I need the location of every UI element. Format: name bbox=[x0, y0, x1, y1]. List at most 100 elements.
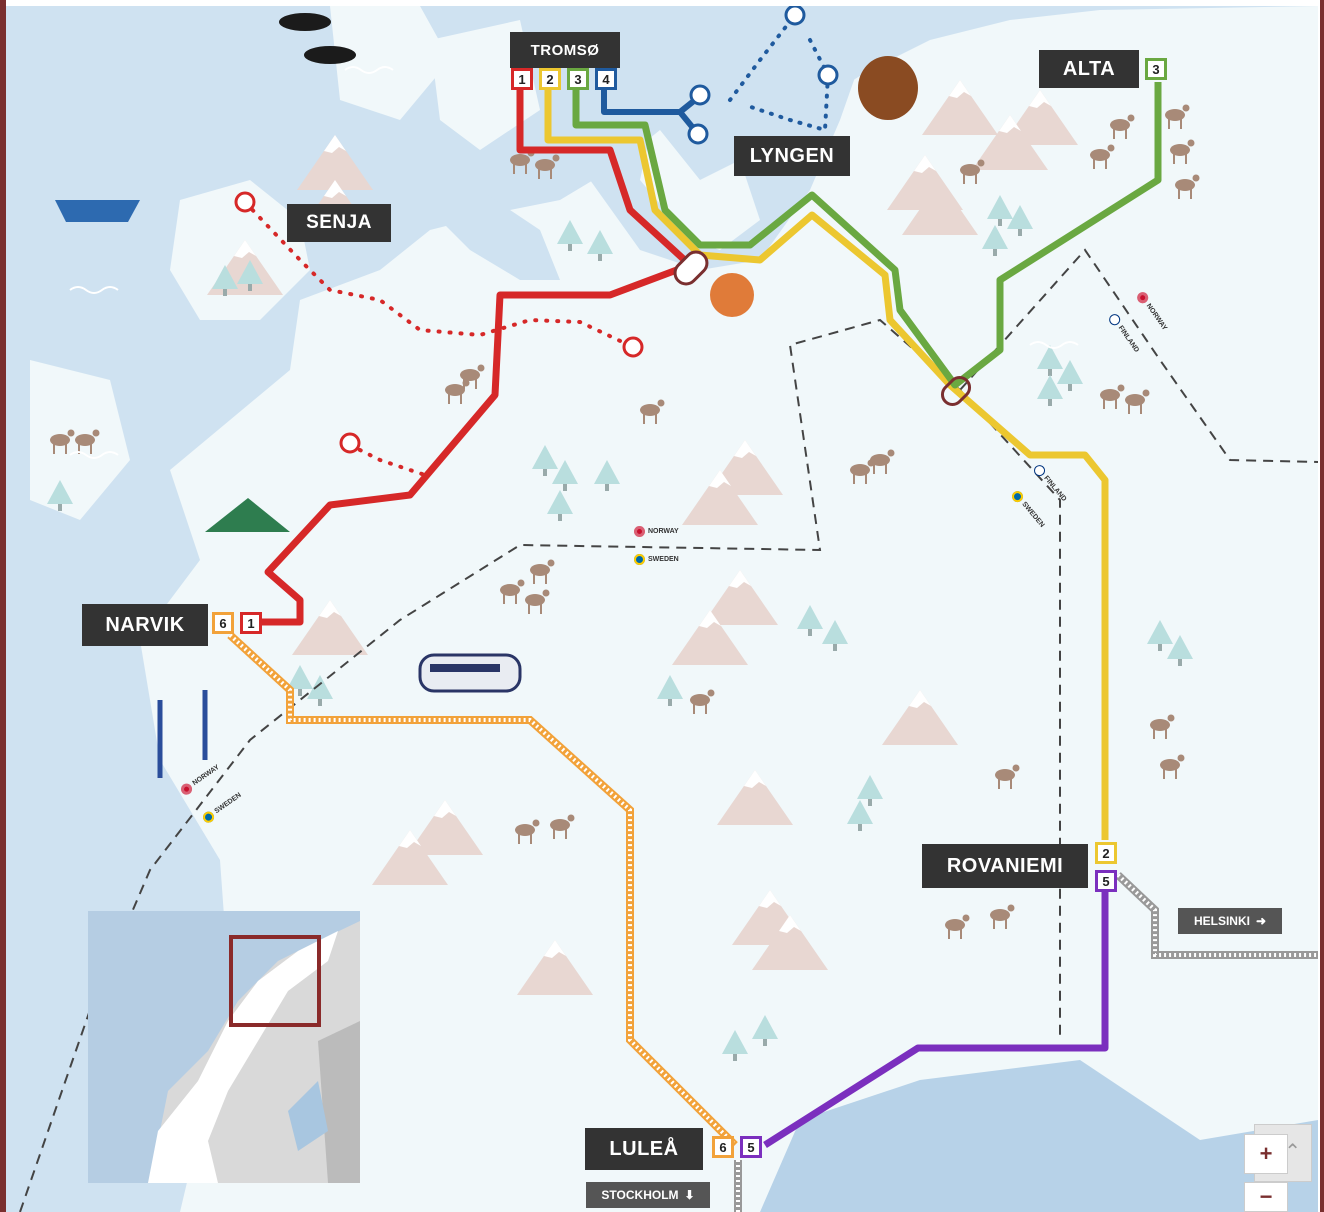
mountain-icon bbox=[297, 135, 373, 190]
pine-trunk-icon bbox=[298, 689, 302, 696]
city-label-lulea[interactable]: LULEÅ bbox=[585, 1128, 703, 1170]
inset-viewport-frame bbox=[229, 935, 321, 1027]
pine-trunk-icon bbox=[318, 699, 322, 706]
pine-trunk-icon bbox=[223, 289, 227, 296]
pine-tree-icon bbox=[594, 460, 620, 484]
pine-trunk-icon bbox=[568, 244, 572, 251]
barrel-icon bbox=[858, 56, 918, 120]
pine-tree-icon bbox=[1037, 375, 1063, 399]
badge-narvik-line-1[interactable]: 1 bbox=[240, 612, 262, 634]
pine-tree-icon bbox=[752, 1015, 778, 1039]
badge-tromso-line-2[interactable]: 2 bbox=[539, 68, 561, 90]
badge-rovaniemi-line-2[interactable]: 2 bbox=[1095, 842, 1117, 864]
national-borders bbox=[19, 248, 1318, 1212]
reindeer-icon bbox=[1110, 119, 1130, 131]
reindeer-icon bbox=[870, 454, 890, 466]
pine-tree-icon bbox=[1007, 205, 1033, 229]
badge-rovaniemi-line-5[interactable]: 5 bbox=[1095, 870, 1117, 892]
reindeer-head-icon bbox=[962, 914, 970, 922]
pine-tree-icon bbox=[657, 675, 683, 699]
link-stockholm[interactable]: STOCKHOLM ⬇ bbox=[586, 1182, 710, 1208]
pine-tree-icon bbox=[822, 620, 848, 644]
reindeer-icon bbox=[510, 154, 530, 166]
mountain-icon bbox=[292, 600, 368, 655]
sweden-flag-icon bbox=[634, 554, 645, 565]
badge-tromso-line-3[interactable]: 3 bbox=[567, 68, 589, 90]
city-label-senja[interactable]: SENJA bbox=[287, 204, 391, 242]
zoom-in-button[interactable]: + bbox=[1244, 1134, 1288, 1174]
lyngen-stop-3 bbox=[784, 6, 806, 26]
lyngen-stop-1 bbox=[689, 84, 711, 106]
reindeer-head-icon bbox=[1107, 144, 1115, 152]
pine-trunk-icon bbox=[733, 1054, 737, 1061]
reindeer-head-icon bbox=[1142, 389, 1150, 397]
route-line-2 bbox=[544, 90, 1109, 840]
pine-trunk-icon bbox=[993, 249, 997, 256]
pine-trunk-icon bbox=[998, 219, 1002, 226]
city-label-rovaniemi[interactable]: ROVANIEMI bbox=[922, 844, 1088, 888]
reindeer-icon bbox=[550, 819, 570, 831]
orca-icon bbox=[279, 13, 331, 31]
mountain-snowcap-icon bbox=[999, 115, 1021, 133]
reindeer-icon bbox=[75, 434, 95, 446]
badge-narvik-line-6[interactable]: 6 bbox=[212, 612, 234, 634]
pine-trunk-icon bbox=[1158, 644, 1162, 651]
reindeer-icon bbox=[690, 694, 710, 706]
arrow-right-icon: ➜ bbox=[1255, 914, 1267, 928]
mountain-snowcap-icon bbox=[709, 470, 731, 488]
city-label-tromso[interactable]: TROMSØ bbox=[510, 32, 620, 68]
pine-trunk-icon bbox=[868, 799, 872, 806]
mountain-snowcap-icon bbox=[734, 440, 756, 458]
zoom-out-button[interactable]: − bbox=[1244, 1182, 1288, 1212]
city-label-narvik[interactable]: NARVIK bbox=[82, 604, 208, 646]
sea-gulf-of-bothnia bbox=[760, 1060, 1318, 1212]
pine-trunk-icon bbox=[668, 699, 672, 706]
reindeer-icon bbox=[1090, 149, 1110, 161]
route-line-5 bbox=[763, 890, 1109, 1148]
reindeer-head-icon bbox=[977, 159, 985, 167]
reindeer-icon bbox=[1160, 759, 1180, 771]
wave-icon bbox=[69, 286, 119, 294]
border-tag-norway-1: NORWAY bbox=[634, 526, 679, 537]
mountain-icon bbox=[517, 940, 593, 995]
inset-russia bbox=[318, 1021, 360, 1183]
excursion-routes bbox=[243, 13, 831, 477]
restaurant-icon bbox=[710, 273, 754, 317]
reindeer-icon bbox=[945, 919, 965, 931]
reindeer-icon bbox=[995, 769, 1015, 781]
senja-excursion-end bbox=[234, 191, 256, 213]
mountain-snowcap-icon bbox=[949, 80, 971, 98]
pine-trunk-icon bbox=[1178, 659, 1182, 666]
pine-trunk-icon bbox=[808, 629, 812, 636]
pine-trunk-icon bbox=[1068, 384, 1072, 391]
orca-icon bbox=[304, 46, 356, 64]
pine-tree-icon bbox=[547, 490, 573, 514]
pine-trunk-icon bbox=[605, 484, 609, 491]
badge-lulea-line-6[interactable]: 6 bbox=[712, 1136, 734, 1158]
city-label-lyngen[interactable]: LYNGEN bbox=[734, 136, 850, 176]
badge-tromso-line-4[interactable]: 4 bbox=[595, 68, 617, 90]
interchanges bbox=[673, 250, 972, 407]
pine-trunk-icon bbox=[1018, 229, 1022, 236]
reindeer-head-icon bbox=[1182, 104, 1190, 112]
reindeer-head-icon bbox=[887, 449, 895, 457]
mountain-snowcap-icon bbox=[759, 890, 781, 908]
interchange-border-junction bbox=[940, 375, 972, 407]
link-helsinki-label: HELSINKI bbox=[1193, 914, 1250, 928]
pine-tree-icon bbox=[532, 445, 558, 469]
route-map[interactable]: TROMSØ 1 2 3 4 ALTA 3 LYNGEN SENJA NARVI… bbox=[6, 6, 1318, 1212]
badge-alta-line-3[interactable]: 3 bbox=[1145, 58, 1167, 80]
link-helsinki[interactable]: HELSINKI ➜ bbox=[1178, 908, 1282, 934]
pine-tree-icon bbox=[987, 195, 1013, 219]
reindeer-icon bbox=[530, 564, 550, 576]
reindeer-icon bbox=[1125, 394, 1145, 406]
city-label-alta[interactable]: ALTA bbox=[1039, 50, 1139, 88]
badge-lulea-line-5[interactable]: 5 bbox=[740, 1136, 762, 1158]
link-stockholm-label: STOCKHOLM bbox=[601, 1188, 679, 1202]
reindeer-icon bbox=[445, 384, 465, 396]
mountain-snowcap-icon bbox=[1029, 90, 1051, 108]
reindeer-head-icon bbox=[517, 579, 525, 587]
interchange-tromso-junction bbox=[673, 250, 709, 286]
badge-tromso-line-1[interactable]: 1 bbox=[511, 68, 533, 90]
reindeer-head-icon bbox=[67, 429, 75, 437]
